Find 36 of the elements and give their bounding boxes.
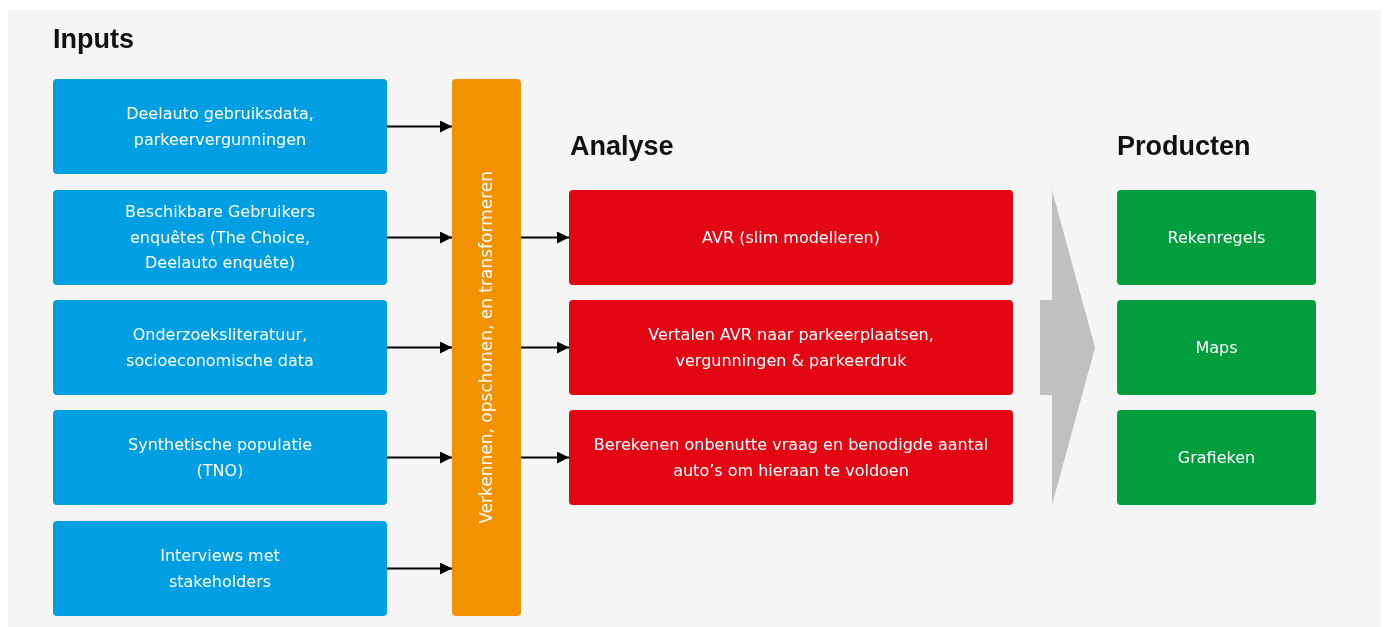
arrow (520, 341, 570, 354)
node-text: Verkennen, opschonen, en transformeren (474, 171, 497, 524)
node-text: Synthetische populatie (TNO) (127, 433, 313, 482)
block-arrow (1040, 190, 1095, 505)
process-box (1117, 190, 1316, 285)
node-text: Berekenen onbenutte vraag en benodigde aantal auto’s om hieraan te voldoen (592, 433, 990, 482)
arrow (386, 341, 453, 354)
arrow (386, 120, 453, 133)
section-heading: Producten (1117, 131, 1251, 162)
arrow (386, 562, 453, 575)
process-box (53, 410, 387, 505)
node-text: Onderzoeksliteratuur, socioeconomische data (125, 323, 315, 372)
process-bar (452, 79, 521, 616)
arrow (386, 231, 453, 244)
node-text: Vertalen AVR naar parkeerplaatsen, vergunningen & parkeerdruk (647, 323, 935, 372)
process-box (53, 300, 387, 395)
section-heading: Inputs (53, 24, 134, 55)
node-text: Deelauto gebruiksdata, parkeervergunningen (125, 102, 315, 151)
section-heading: Analyse (570, 131, 674, 162)
process-box (569, 410, 1013, 505)
process-box (1117, 300, 1316, 395)
arrow (520, 451, 570, 464)
process-box (53, 79, 387, 174)
node-text: Maps (1195, 336, 1238, 359)
arrow (520, 231, 570, 244)
process-box (569, 190, 1013, 285)
process-box (1117, 410, 1316, 505)
process-box (53, 521, 387, 616)
node-text: Beschikbare Gebruikers enquêtes (The Choice, Deelauto enquête) (124, 201, 316, 275)
node-text: Grafieken (1177, 446, 1256, 469)
process-box (569, 300, 1013, 395)
node-text: Rekenregels (1167, 226, 1266, 249)
node-text: Interviews met stakeholders (159, 544, 281, 593)
process-box (53, 190, 387, 285)
arrow (386, 451, 453, 464)
node-text: AVR (slim modelleren) (702, 226, 880, 249)
